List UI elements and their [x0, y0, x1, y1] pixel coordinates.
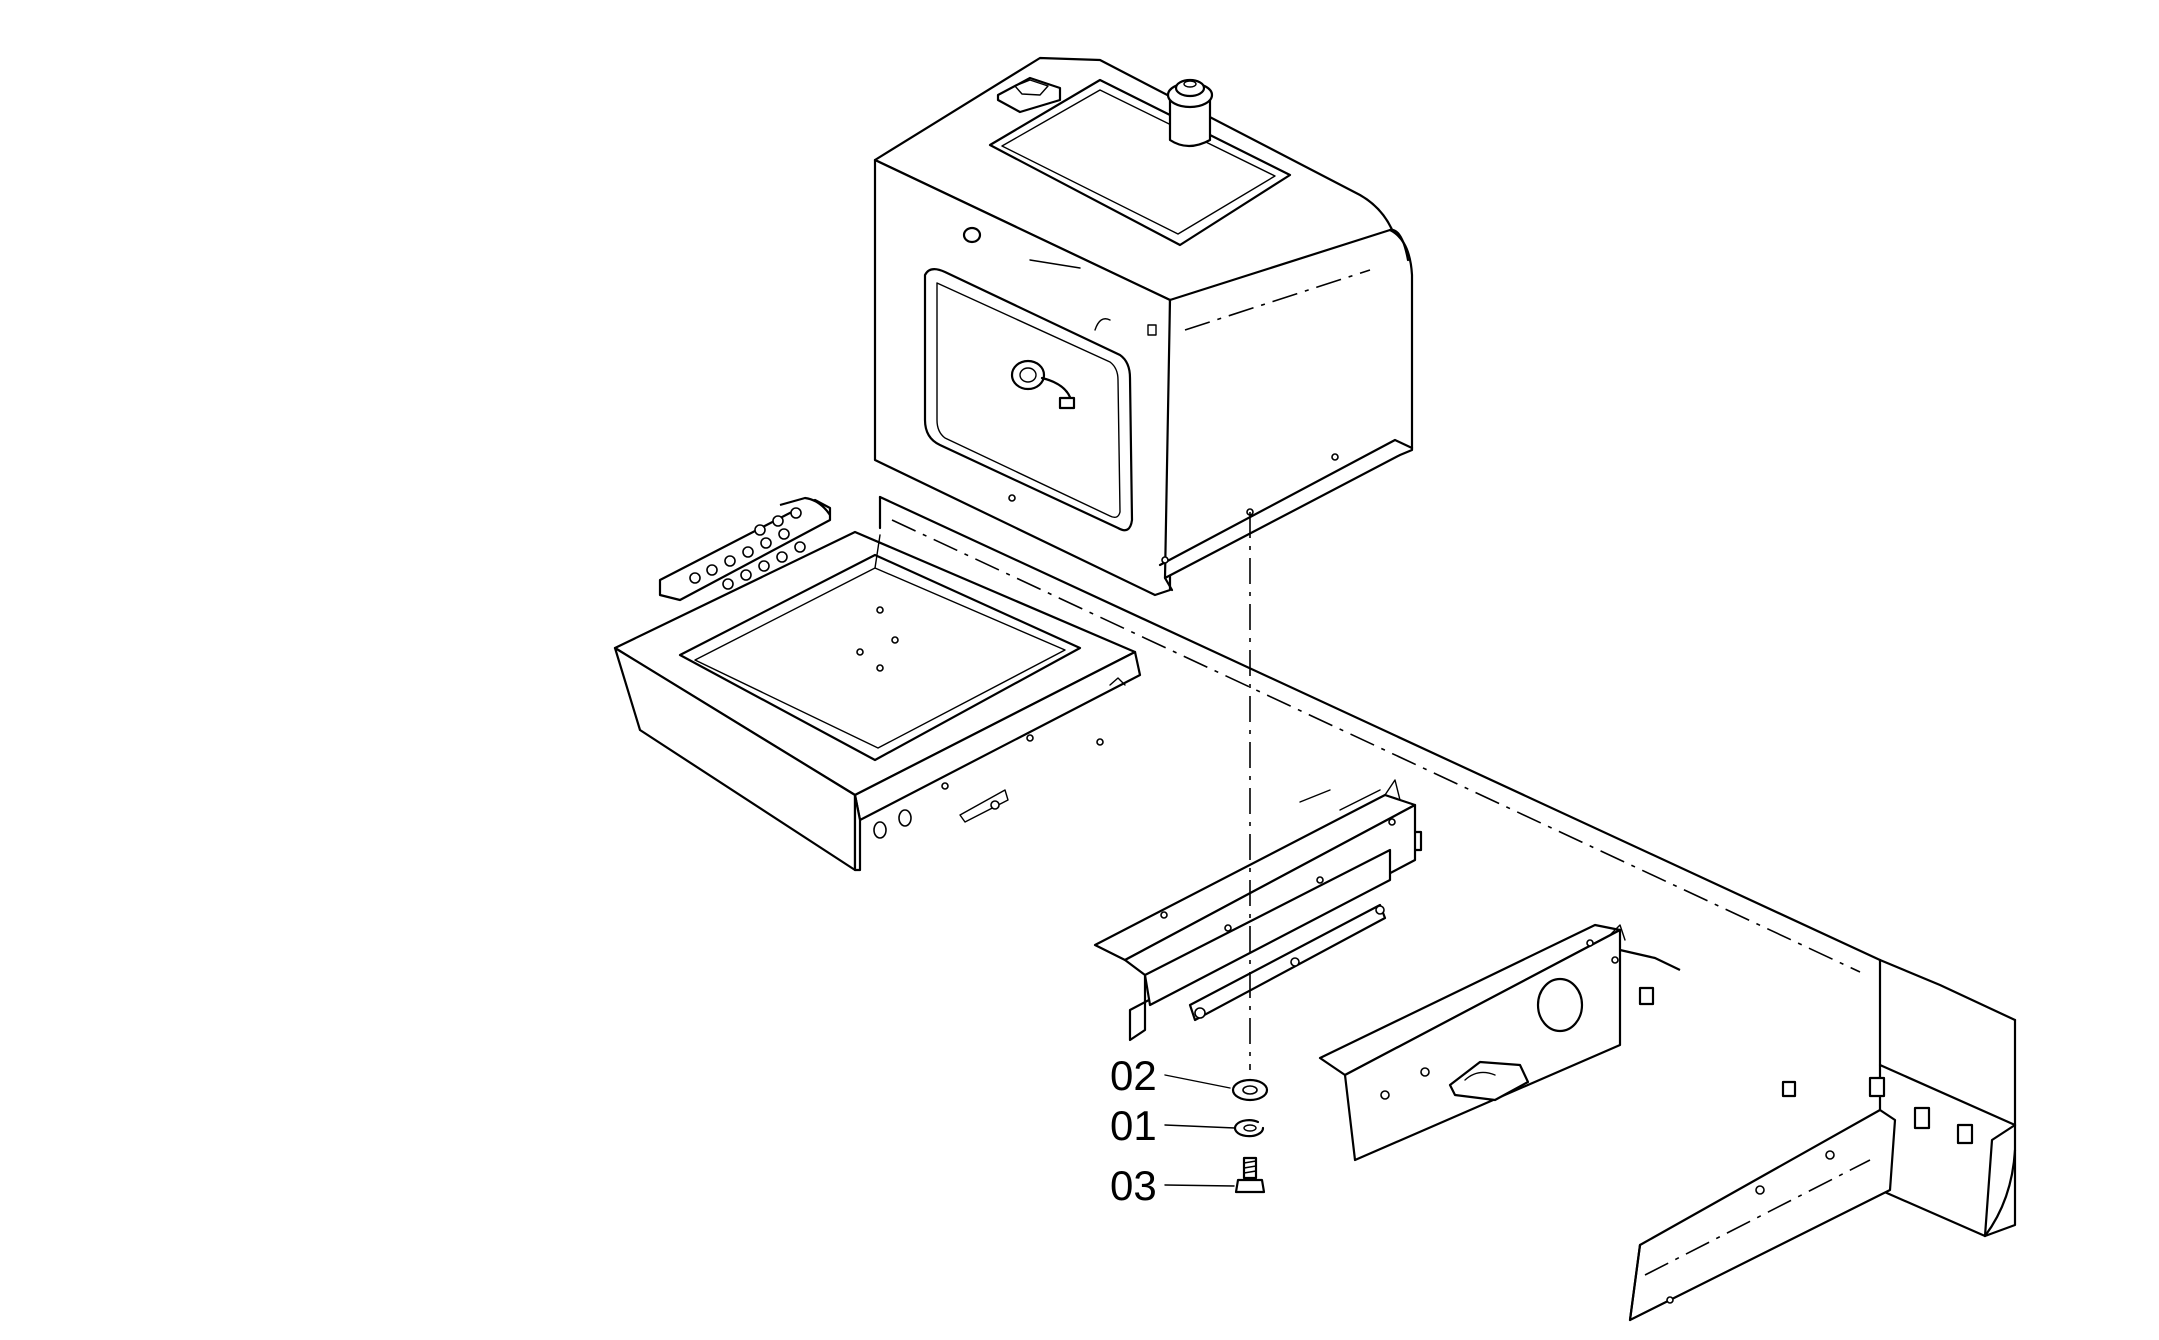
leader-line-02: [1164, 1074, 1231, 1089]
rear-cross-member: [1318, 923, 1681, 1162]
fuel-tank: [873, 56, 1414, 597]
callout-label-washer: 02: [1110, 1052, 1157, 1099]
leader-line-03: [1164, 1184, 1235, 1187]
mounting-hardware: [1164, 512, 1269, 1194]
main-frame-rail: [878, 495, 2017, 1238]
callout-label-lock-washer: 01: [1110, 1102, 1157, 1149]
rear-plate: [1628, 1108, 1897, 1322]
callout-label-bolt: 03: [1110, 1162, 1157, 1209]
leader-line-01: [1164, 1124, 1236, 1129]
bolt-part: [1234, 1156, 1266, 1194]
washer-part: [1231, 1078, 1269, 1102]
lock-washer-part: [1233, 1119, 1265, 1138]
perforation-holes: [689, 507, 806, 590]
battery-tray: [613, 496, 1142, 872]
center-cross-member: [1093, 779, 1417, 1042]
